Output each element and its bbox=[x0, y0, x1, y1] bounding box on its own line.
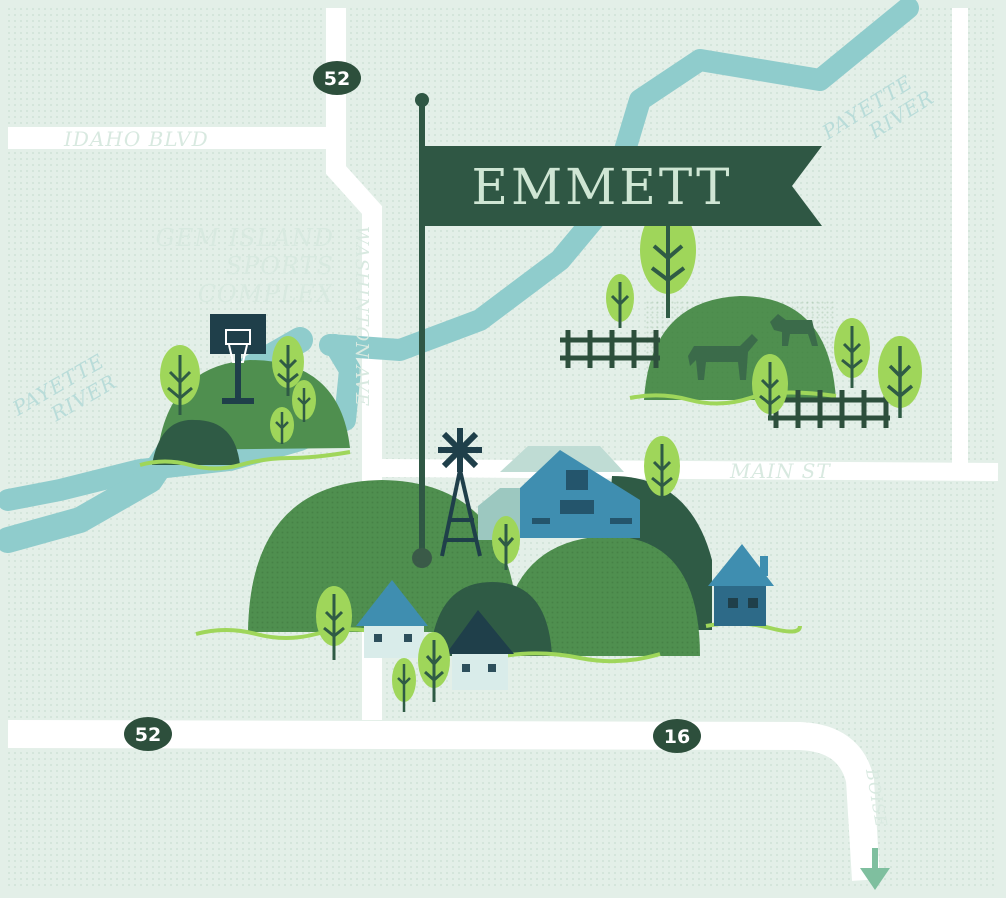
tree-icon bbox=[752, 354, 788, 420]
road-main-st bbox=[371, 459, 999, 481]
label-sports-complex-line1: GEM ISLAND bbox=[156, 224, 334, 252]
map-title: EMMETT bbox=[471, 158, 732, 216]
house-icon bbox=[356, 580, 428, 658]
tree-icon bbox=[606, 274, 634, 328]
tree-icon bbox=[316, 586, 352, 660]
horse-pasture-hill bbox=[560, 206, 922, 428]
flag-pole bbox=[419, 100, 425, 560]
label-sports-complex-line2: SPORTS bbox=[226, 252, 334, 280]
horse-icon bbox=[770, 314, 818, 346]
title-flag: EMMETT bbox=[412, 93, 822, 568]
route-shield-left-number: 52 bbox=[135, 724, 161, 746]
horse-icon bbox=[688, 334, 758, 380]
label-main-st: MAIN ST bbox=[729, 459, 831, 483]
sports-complex-hill bbox=[139, 314, 351, 471]
label-sports-complex-line3: COMPLEX bbox=[198, 280, 334, 308]
tree-icon bbox=[418, 632, 450, 702]
route-shield-right: 16 bbox=[653, 719, 701, 753]
tree-icon bbox=[272, 336, 304, 396]
tree-icon bbox=[640, 206, 696, 318]
tree-icon bbox=[644, 436, 680, 500]
road-highway bbox=[7, 720, 880, 881]
flag-pole-base bbox=[412, 548, 432, 568]
arrow-down-icon bbox=[860, 848, 890, 890]
tree-icon bbox=[392, 658, 416, 712]
route-shield-left: 52 bbox=[124, 717, 172, 751]
flag-pole-top bbox=[415, 93, 429, 107]
route-shield-right-number: 16 bbox=[664, 726, 690, 748]
house-icon bbox=[446, 610, 514, 690]
route-shield-top: 52 bbox=[313, 61, 361, 95]
tree-icon bbox=[492, 516, 520, 570]
fence-icon bbox=[560, 330, 660, 368]
tree-icon bbox=[834, 318, 870, 388]
basketball-hoop-icon bbox=[210, 314, 266, 404]
label-washington-ave: WASHINTON AVE bbox=[351, 226, 372, 407]
tree-icon bbox=[878, 336, 922, 418]
river-w-branch bbox=[0, 334, 361, 511]
barn-icon bbox=[478, 446, 640, 540]
house-icon bbox=[708, 544, 774, 626]
tree-icon bbox=[270, 407, 294, 444]
town-center bbox=[195, 428, 802, 712]
windmill-icon bbox=[438, 428, 482, 557]
title-banner bbox=[425, 146, 822, 226]
tree-icon bbox=[292, 380, 316, 422]
tree-icon bbox=[160, 345, 200, 415]
route-shield-top-number: 52 bbox=[324, 68, 350, 90]
label-idaho-blvd: IDAHO BLVD bbox=[63, 127, 209, 151]
